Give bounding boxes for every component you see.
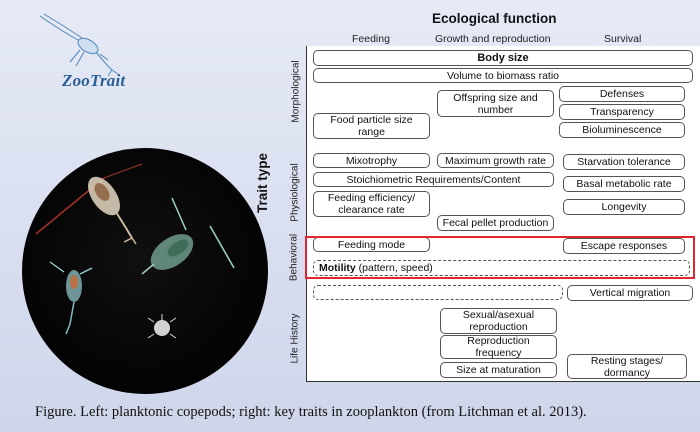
box-body-size: Body size bbox=[313, 50, 693, 66]
row-life-history: Life History bbox=[289, 313, 301, 364]
highlight-box bbox=[305, 236, 695, 279]
box-defenses: Defenses bbox=[559, 86, 685, 102]
box-transparency: Transparency bbox=[559, 104, 685, 120]
chart-title: Ecological function bbox=[432, 11, 557, 26]
box-bioluminescence: Bioluminescence bbox=[559, 122, 685, 138]
box-vertical-migration: Vertical migration bbox=[567, 285, 693, 301]
box-mixotrophy: Mixotrophy bbox=[313, 153, 430, 168]
box-resting-stages: Resting stages/ dormancy bbox=[567, 354, 687, 379]
box-volume-biomass: Volume to biomass ratio bbox=[313, 68, 693, 83]
box-max-growth: Maximum growth rate bbox=[437, 153, 554, 168]
column-feeding: Feeding bbox=[352, 33, 390, 45]
column-survival: Survival bbox=[604, 33, 642, 45]
box-starvation: Starvation tolerance bbox=[563, 154, 685, 170]
box-basal-metabolic: Basal metabolic rate bbox=[563, 176, 685, 192]
box-escape: Escape responses bbox=[563, 238, 685, 254]
box-sexual-reproduction: Sexual/asexual reproduction bbox=[440, 308, 557, 334]
box-reproduction-frequency: Reproduction frequency bbox=[440, 335, 557, 359]
motility-detail: (pattern, speed) bbox=[355, 262, 433, 274]
column-growth: Growth and reproduction bbox=[435, 33, 551, 45]
figure-caption: Figure. Left: planktonic copepods; right… bbox=[35, 404, 587, 420]
box-dashed-empty bbox=[313, 285, 563, 300]
row-morphological: Morphological bbox=[290, 60, 302, 123]
copepod-micrograph bbox=[22, 148, 268, 394]
box-offspring: Offspring size and number bbox=[437, 90, 554, 117]
nauplius bbox=[154, 320, 170, 336]
box-food-particle: Food particle size range bbox=[313, 113, 430, 139]
box-motility: Motility (pattern, speed) bbox=[313, 260, 690, 276]
box-longevity: Longevity bbox=[563, 199, 685, 215]
box-size-maturation: Size at maturation bbox=[440, 362, 557, 378]
copepod-illustration bbox=[35, 163, 235, 339]
logo-text: ZooTrait bbox=[62, 71, 126, 90]
box-stoichiometric: Stoichiometric Requirements/Content bbox=[313, 172, 554, 187]
box-fecal-pellet: Fecal pellet production bbox=[437, 215, 554, 231]
box-feeding-efficiency: Feeding efficiency/ clearance rate bbox=[313, 191, 430, 217]
motility-label: Motility bbox=[319, 262, 356, 274]
axis-trait-type: Trait type bbox=[255, 152, 270, 213]
copepod-logo-icon bbox=[39, 13, 119, 77]
row-behavioral: Behavioral bbox=[288, 233, 300, 282]
